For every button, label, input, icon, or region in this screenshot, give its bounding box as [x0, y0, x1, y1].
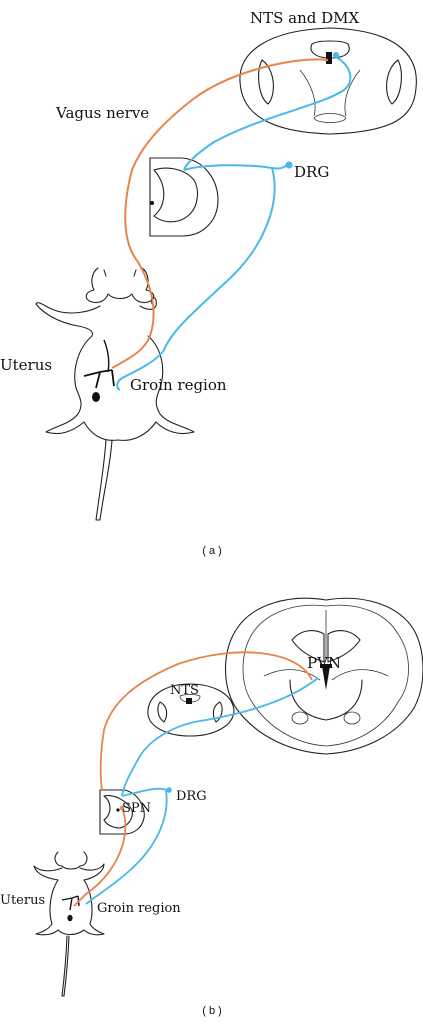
caption-panel-b: ( b ) [202, 1005, 222, 1017]
spinal-cord-section [149, 157, 219, 237]
sensory-pathway-spinal [116, 163, 289, 391]
drg-ganglion-marker-b [166, 787, 172, 793]
label-nts: NTS [170, 683, 199, 698]
panel-a: NTS and DMX Vagus nerve DRG Uterus Groin… [0, 9, 417, 557]
brainstem-section [239, 27, 417, 135]
label-uterus-b: Uterus [0, 893, 45, 908]
sensory-pathway-brain [183, 55, 352, 171]
brainstem-target-marker [333, 52, 339, 58]
label-drg: DRG [294, 163, 329, 181]
brainstem-section-b [147, 683, 235, 737]
caption-panel-a: ( a ) [202, 545, 222, 557]
drg-ganglion-marker [285, 161, 293, 169]
label-groin-region-b: Groin region [97, 901, 181, 916]
spn-target-marker [119, 805, 125, 811]
vagus-nerve-path-b [73, 651, 313, 907]
label-pvn: PVN [307, 654, 341, 672]
rat-illustration-b [33, 851, 105, 997]
label-vagus-nerve: Vagus nerve [55, 104, 149, 122]
label-uterus: Uterus [0, 356, 52, 374]
sensory-pathway-b [85, 677, 319, 905]
rat-illustration [35, 267, 195, 521]
label-groin-region: Groin region [130, 376, 227, 394]
label-drg-b: DRG [176, 789, 207, 804]
label-nts-dmx: NTS and DMX [250, 9, 360, 27]
label-spn: SPN [122, 801, 151, 816]
vagus-nerve-path [111, 58, 329, 369]
brain-coronal-section [224, 597, 423, 755]
panel-b: PVN NTS SPN DRG Uterus Groin region ( b … [0, 597, 423, 1017]
